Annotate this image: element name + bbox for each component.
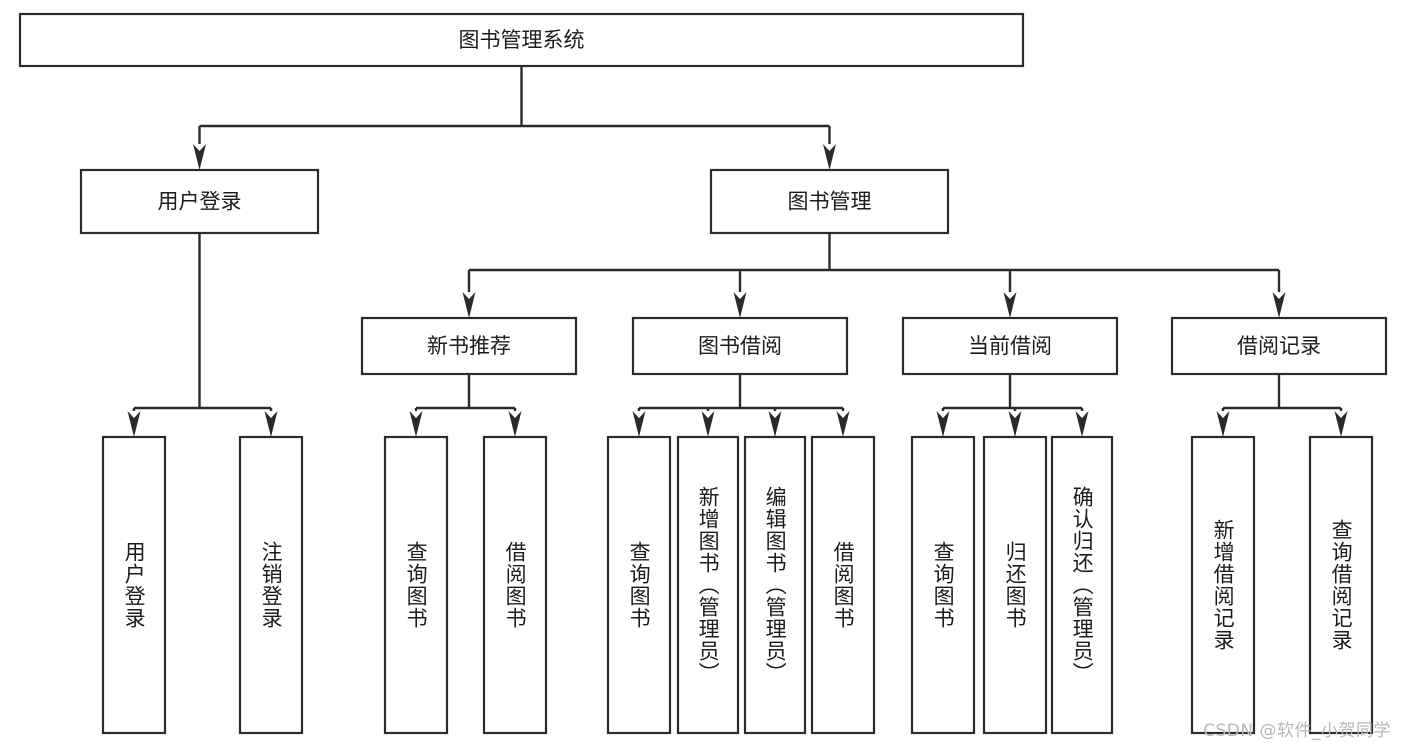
arrow-借阅记录-to-leaf-1 [1334, 411, 1348, 437]
boxes-layer [18, 12, 1388, 735]
arrow-root-to-用户登录 [193, 144, 206, 170]
node-label-图书借阅-l3-1: 图书借阅 [698, 334, 782, 358]
arrow-当前借阅-to-leaf-2 [1075, 411, 1089, 437]
node-box-图书借阅-l3-1[interactable] [631, 316, 849, 376]
node-box-借阅记录-l3-3[interactable] [1170, 316, 1388, 376]
node-box-leaf-当前借阅-2[interactable] [1050, 435, 1114, 735]
arrow-新书推荐-to-leaf-0 [409, 411, 423, 437]
arrow-图书管理-to-当前借阅 [1003, 292, 1017, 318]
node-label-当前借阅-l3-2: 当前借阅 [968, 334, 1052, 358]
arrow-图书借阅-to-leaf-0 [632, 411, 646, 437]
node-box-leaf-新书推荐-0[interactable] [383, 435, 449, 735]
node-box-leaf-借阅记录-0[interactable] [1190, 435, 1256, 735]
node-box-leaf-用户登录-1[interactable] [238, 435, 304, 735]
node-box-leaf-图书借阅-1[interactable] [676, 435, 740, 735]
arrow-当前借阅-to-leaf-1 [1008, 411, 1022, 437]
arrow-用户登录-to-leaf-1 [264, 411, 278, 437]
arrow-图书借阅-to-leaf-1 [701, 411, 715, 437]
node-box-leaf-借阅记录-1[interactable] [1308, 435, 1374, 735]
arrow-图书借阅-to-leaf-2 [768, 411, 782, 437]
node-label-用户登录-l2-0: 用户登录 [158, 190, 242, 214]
node-box-图书管理-l2-1[interactable] [709, 168, 950, 235]
arrow-图书借阅-to-leaf-3 [836, 411, 850, 437]
arrow-当前借阅-to-leaf-0 [936, 411, 950, 437]
node-label-借阅记录-l3-3: 借阅记录 [1237, 334, 1321, 358]
arrow-root-to-图书管理 [823, 144, 836, 170]
node-box-用户登录-l2-0[interactable] [79, 168, 320, 235]
node-box-当前借阅-l3-2[interactable] [901, 316, 1119, 376]
arrow-图书管理-to-新书推荐 [462, 292, 476, 318]
arrow-图书管理-to-图书借阅 [733, 292, 747, 318]
node-box-leaf-图书借阅-0[interactable] [606, 435, 672, 735]
csdn-watermark: CSDN @软件_小贺同学 [1203, 721, 1391, 741]
node-box-leaf-新书推荐-1[interactable] [482, 435, 548, 735]
node-box-leaf-用户登录-0[interactable] [101, 435, 167, 735]
node-label-root: 图书管理系统 [459, 28, 585, 52]
node-box-leaf-图书借阅-3[interactable] [810, 435, 876, 735]
node-label-图书管理-l2-1: 图书管理 [788, 190, 872, 214]
connectors-layer [127, 66, 1348, 437]
node-box-新书推荐-l3-0[interactable] [360, 316, 578, 376]
node-box-leaf-图书借阅-2[interactable] [743, 435, 807, 735]
arrow-借阅记录-to-leaf-0 [1216, 411, 1230, 437]
node-box-leaf-当前借阅-1[interactable] [982, 435, 1048, 735]
node-box-leaf-当前借阅-0[interactable] [910, 435, 976, 735]
node-label-新书推荐-l3-0: 新书推荐 [427, 334, 511, 358]
node-box-root[interactable] [18, 12, 1025, 68]
arrow-新书推荐-to-leaf-1 [508, 411, 522, 437]
arrow-图书管理-to-借阅记录 [1272, 292, 1286, 318]
arrow-用户登录-to-leaf-0 [127, 411, 141, 437]
